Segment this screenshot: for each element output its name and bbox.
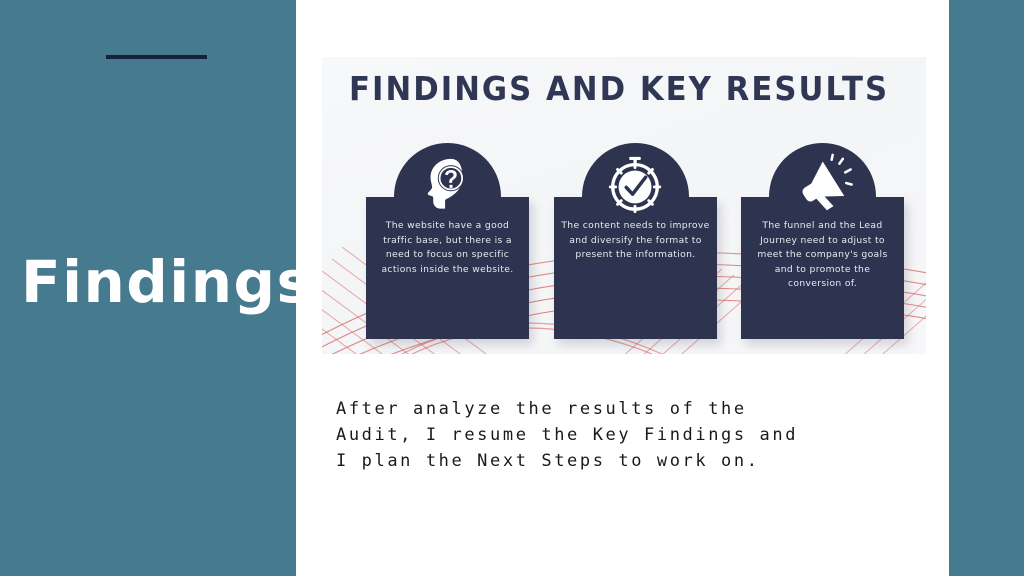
infographic-title: FINDINGS AND KEY RESULTS — [349, 69, 890, 108]
megaphone-icon — [802, 153, 853, 211]
title-underline-rule — [106, 55, 207, 59]
finding-card-3: The funnel and the Lead Journey need to … — [741, 143, 904, 339]
slide-caption: After analyze the results of the Audit, … — [336, 396, 916, 474]
stopwatch-check-icon — [608, 156, 662, 214]
caption-line-2: Audit, I resume the Key Findings and — [336, 425, 799, 445]
caption-line-3: I plan the Next Steps to work on. — [336, 451, 760, 471]
head-question-icon — [427, 158, 464, 209]
finding-card-3-text: The funnel and the Lead Journey need to … — [757, 220, 888, 290]
finding-card-2: The content needs to improve and diversi… — [554, 143, 717, 339]
page-title: Findings — [21, 248, 313, 316]
caption-line-1: After analyze the results of the — [336, 399, 747, 419]
left-accent-panel: Findings — [0, 0, 313, 576]
finding-card-2-text: The content needs to improve and diversi… — [561, 220, 710, 261]
right-accent-strip — [949, 0, 1024, 576]
finding-card-1-text: The website have a good traffic base, bu… — [381, 220, 514, 275]
finding-card-1: The website have a good traffic base, bu… — [366, 143, 529, 339]
findings-infographic-image: FINDINGS AND KEY RESULTS The website hav… — [322, 57, 926, 354]
